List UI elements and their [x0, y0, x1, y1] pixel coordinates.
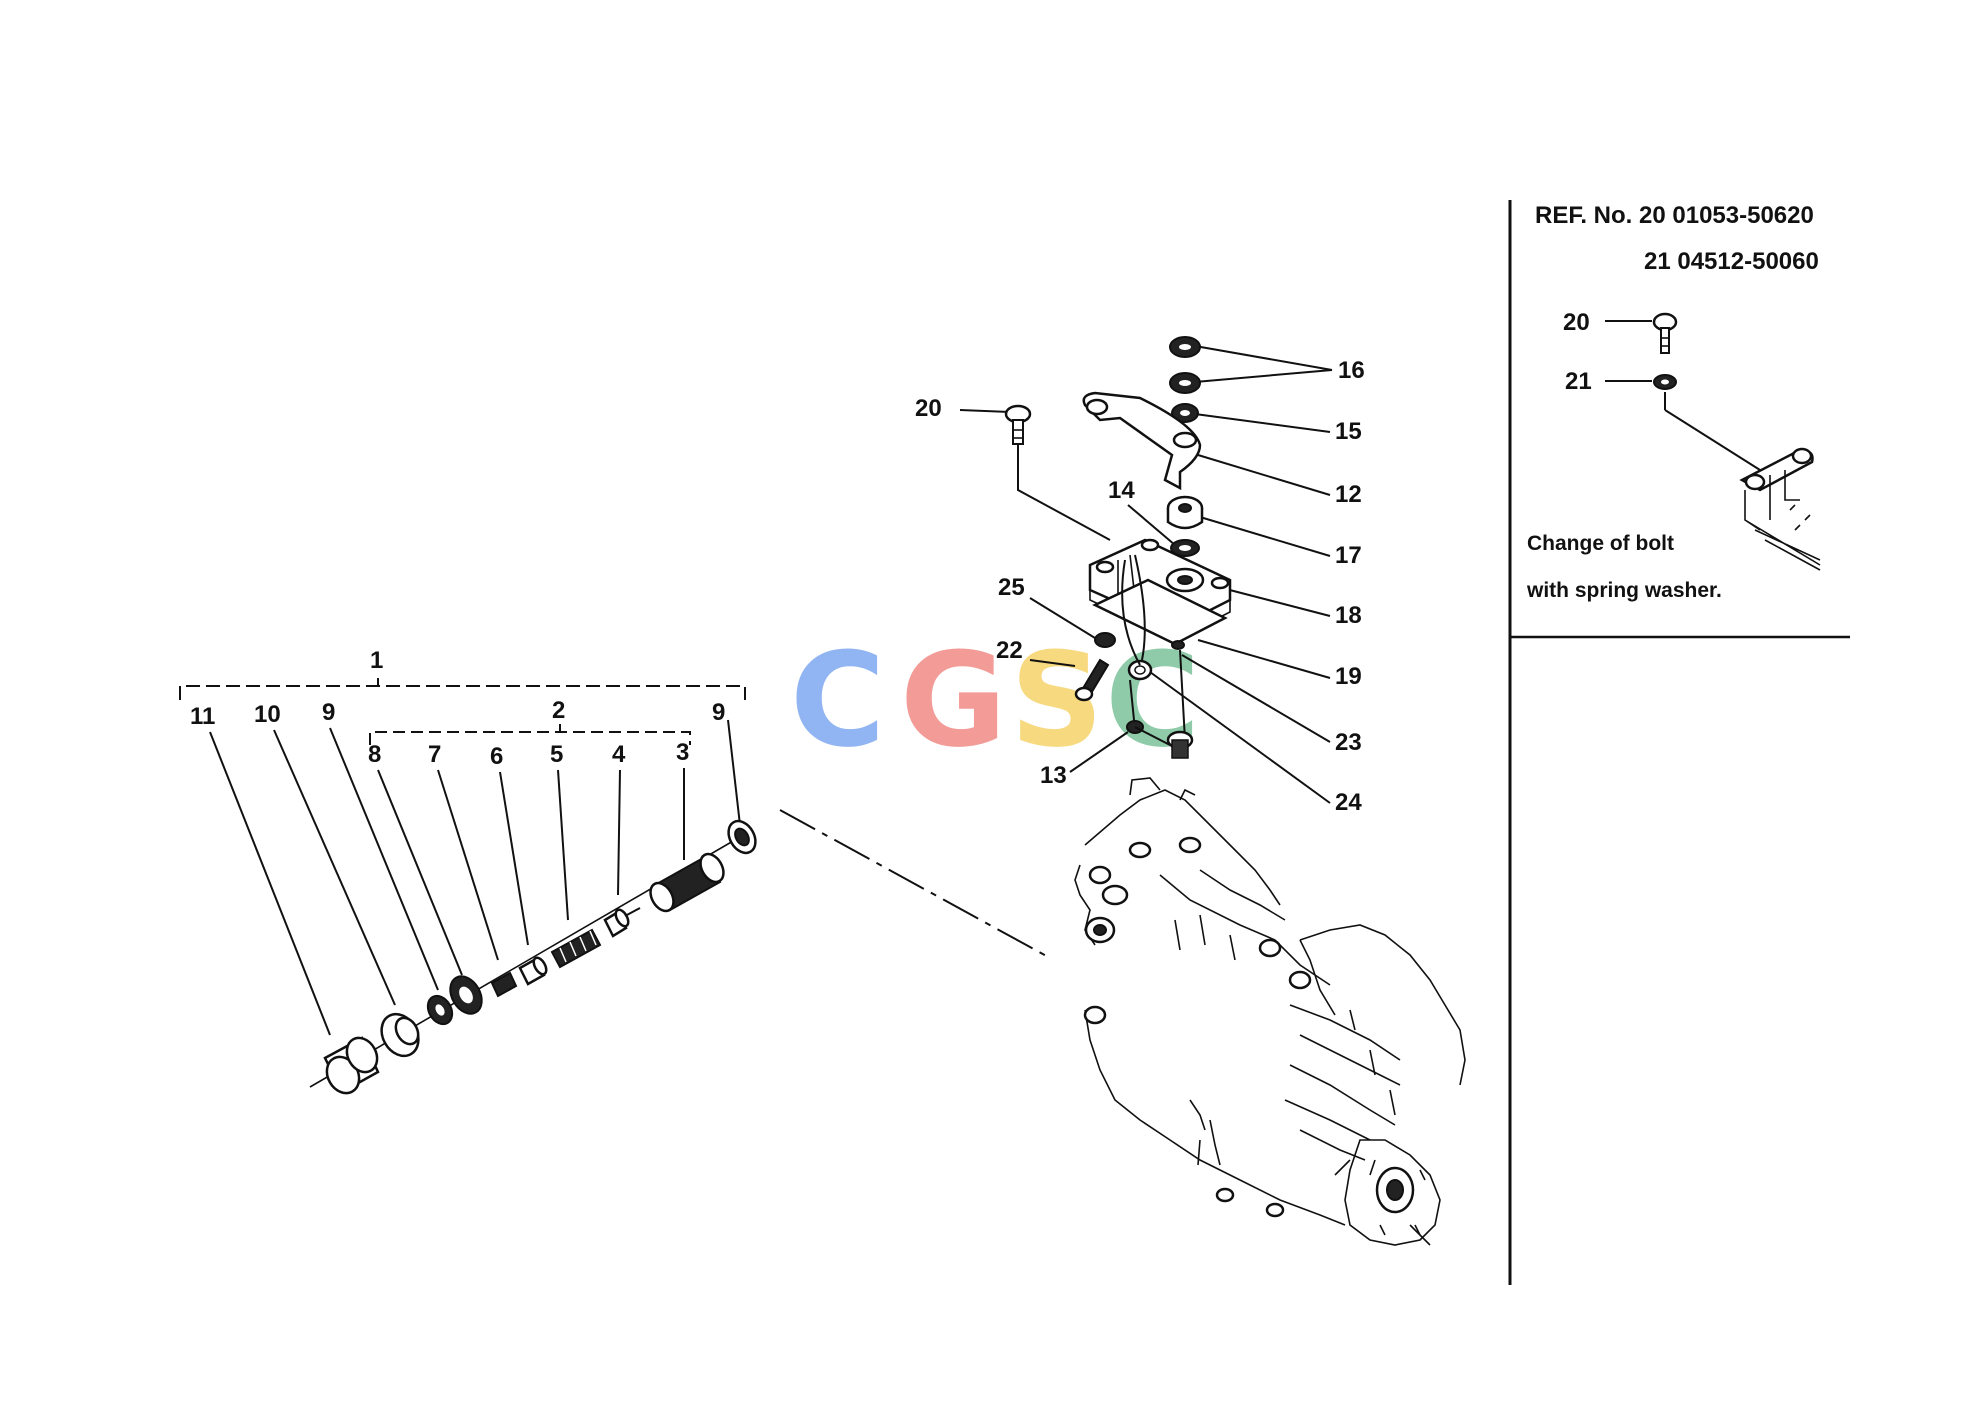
- note-line-1: Change of bolt: [1527, 532, 1674, 555]
- inset-label-21: 21: [1565, 368, 1592, 395]
- inset-spring-washer-icon: [1653, 374, 1677, 390]
- callout-6: 6: [490, 743, 503, 770]
- callout-12: 12: [1335, 481, 1362, 508]
- part-4-plunger: [603, 907, 641, 938]
- part-19-gasket: [1092, 578, 1228, 650]
- part-25-nut: [1094, 632, 1116, 648]
- relief-valve-assembly: 1 2 11 10 9 8 7 6 5 4 3 9: [179, 647, 1051, 1095]
- watermark-letter-1: C: [790, 624, 885, 776]
- callout-5: 5: [550, 741, 563, 768]
- part-23-oring: [1127, 659, 1153, 681]
- part-12-lever: [1082, 391, 1202, 491]
- lever-cover-assembly: 16 15 12 17 18 19 23 24 20 14 25 22 13: [915, 336, 1365, 816]
- callout-24: 24: [1335, 789, 1362, 816]
- callout-10: 10: [254, 701, 281, 728]
- part-7-spring: [490, 971, 518, 998]
- note-line-2: with spring washer.: [1526, 579, 1722, 602]
- callout-3: 3: [676, 739, 689, 766]
- bracket-2: [369, 731, 691, 745]
- callout-8: 8: [368, 741, 381, 768]
- callout-4: 4: [612, 741, 626, 768]
- part-9-washer-right: [727, 819, 757, 855]
- ref-line-2: 21 04512-50060: [1644, 248, 1819, 275]
- part-15-washer: [1171, 403, 1199, 423]
- callout-20: 20: [915, 395, 942, 422]
- inset-bolt-icon: [1652, 312, 1678, 354]
- part-20-bolt: [1004, 404, 1111, 541]
- part-5-spring: [550, 928, 602, 969]
- inset-bracket-icon: [1739, 447, 1821, 571]
- callout-2: 2: [552, 697, 565, 724]
- callout-9-right: 9: [712, 699, 725, 726]
- callout-13: 13: [1040, 762, 1067, 789]
- callout-7: 7: [428, 741, 441, 768]
- part-14-oring: [1170, 539, 1200, 557]
- part-11-cap: [323, 1036, 380, 1095]
- part-16-washers: [1169, 336, 1201, 394]
- part-10-nut: [380, 1012, 420, 1058]
- callout-25: 25: [998, 574, 1025, 601]
- callout-17: 17: [1335, 542, 1362, 569]
- callout-23: 23: [1335, 729, 1362, 756]
- callout-9-left: 9: [322, 699, 335, 726]
- callout-14: 14: [1108, 477, 1135, 504]
- callout-22: 22: [996, 637, 1023, 664]
- callout-1: 1: [370, 647, 383, 674]
- bracket-1: [179, 685, 746, 700]
- callout-19: 19: [1335, 663, 1362, 690]
- part-22-screw: [1074, 658, 1110, 702]
- part-9-washer-left: [426, 994, 454, 1026]
- callout-16: 16: [1338, 357, 1365, 384]
- inset-label-20: 20: [1563, 309, 1590, 336]
- callout-11: 11: [190, 703, 215, 730]
- part-3-valve-body: [649, 852, 725, 913]
- watermark-letter-3: S: [1010, 624, 1104, 776]
- part-17-bushing: [1166, 495, 1204, 530]
- part-8-locknut: [449, 975, 483, 1015]
- inset-panel: REF. No. 20 01053-50620 21 04512-50060 2…: [1526, 202, 1821, 602]
- pump-housing: [1074, 777, 1466, 1246]
- ref-line-1: REF. No. 20 01053-50620: [1535, 202, 1814, 229]
- part-6-poppet: [518, 956, 548, 986]
- part-24-plug: [1166, 730, 1194, 759]
- part-13-pin: [1126, 720, 1171, 746]
- callout-18: 18: [1335, 602, 1362, 629]
- callout-15: 15: [1335, 418, 1362, 445]
- watermark-letter-2: G: [900, 624, 1007, 776]
